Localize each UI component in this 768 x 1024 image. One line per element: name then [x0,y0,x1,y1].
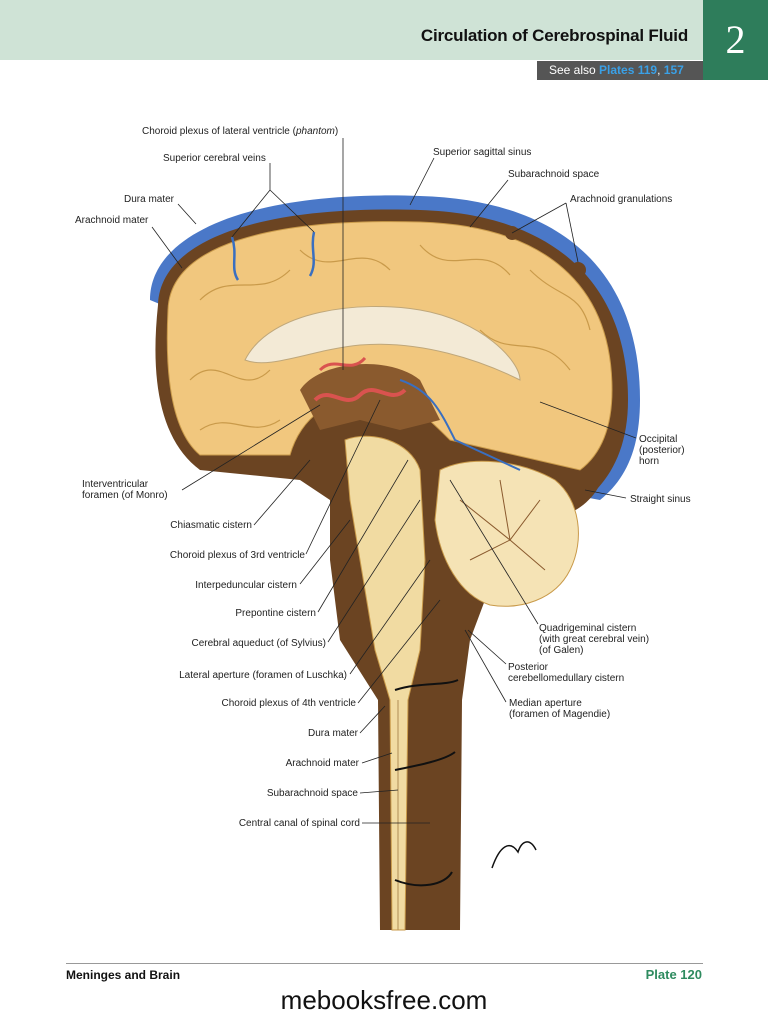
label-chiasmatic-cistern: Chiasmatic cistern [170,520,252,531]
label-occipital-3: horn [639,456,659,467]
chapter-number-tab: 2 [703,0,768,80]
netter-signature [491,841,537,869]
label-lateral-aperture: Lateral aperture (foramen of Luschka) [179,670,347,681]
choroid-plexus-shape [313,388,407,402]
label-occipital-1: Occipital [639,434,677,445]
brainstem-cord-shape [344,435,426,931]
label-posterior-cm-1: Posterior [508,662,549,673]
arachnoid-granulation-1 [505,226,519,240]
superior-cerebral-vein [230,236,240,281]
cord-ring-2 [394,751,456,771]
label-quadrigeminal-1: Quadrigeminal cistern [539,623,636,634]
label-prepontine-cistern: Prepontine cistern [235,608,316,619]
label-median-aperture-2: (foramen of Magendie) [509,709,610,720]
see-also-prefix: See also [549,63,596,77]
arachnoid-granulation-2 [570,262,586,278]
footer-rule [66,963,703,964]
cord-ring-1 [394,679,459,691]
label-monro-1: Interventricular [82,479,149,490]
label-arachnoid-granulations: Arachnoid granulations [570,194,672,205]
label-monro-2: foramen (of Monro) [82,490,168,501]
leader-lines [151,138,637,824]
label-dura-mater-top: Dura mater [124,194,175,205]
label-subarachnoid-space-top: Subarachnoid space [508,169,600,180]
corpus-callosum-shape [244,306,521,381]
label-superior-cerebral-veins: Superior cerebral veins [163,153,266,164]
label-arachnoid-mater-spine: Arachnoid mater [286,758,360,769]
label-posterior-cm-2: cerebellomedullary cistern [508,673,624,684]
watermark-text: mebooksfree.com [280,985,488,1015]
page-title: Circulation of Cerebrospinal Fluid [420,26,688,45]
plates-119-link[interactable]: Plates 119 [599,63,658,77]
csf-circulation-illustration: Choroid plexus of lateral ventricle (pha… [75,126,691,931]
gyri-lines [189,244,591,431]
label-median-aperture-1: Median aperture [509,698,582,709]
great-cerebral-vein [399,379,521,471]
label-interpeduncular-cistern: Interpeduncular cistern [195,580,297,591]
label-occipital-2: (posterior) [639,445,685,456]
choroid-plexus-lateral-shape [318,356,367,372]
footer-section-title: Meninges and Brain [66,968,181,982]
see-also-separator: , [657,63,661,77]
label-choroid-4th: Choroid plexus of 4th ventricle [221,698,356,709]
label-straight-sinus: Straight sinus [630,494,691,505]
cerebrum-shape [166,221,613,471]
third-ventricle-shape [300,363,440,430]
superior-cerebral-vein-2 [308,231,316,277]
label-quadrigeminal-2: (with great cerebral vein) [539,634,649,645]
label-dura-mater-spine: Dura mater [308,728,359,739]
cerebellum-shape [434,460,579,607]
label-cerebral-aqueduct: Cerebral aqueduct (of Sylvius) [191,638,326,649]
label-choroid-lateral: Choroid plexus of lateral ventricle (pha… [142,126,338,137]
label-superior-sagittal-sinus: Superior sagittal sinus [433,147,531,158]
label-subarachnoid-space-spine: Subarachnoid space [267,788,359,799]
footer-plate-number: Plate 120 [645,967,702,982]
label-central-canal: Central canal of spinal cord [239,818,360,829]
see-also-bar: See also Plates 119, 157 [537,61,703,80]
label-choroid-3rd: Choroid plexus of 3rd ventricle [170,550,306,561]
label-quadrigeminal-3: (of Galen) [539,645,583,656]
header-band [0,0,703,60]
cerebellum-folia [459,479,546,571]
cord-ring-3 [394,871,453,887]
label-arachnoid-mater-top: Arachnoid mater [75,215,149,226]
plate-157-link[interactable]: 157 [663,63,684,77]
